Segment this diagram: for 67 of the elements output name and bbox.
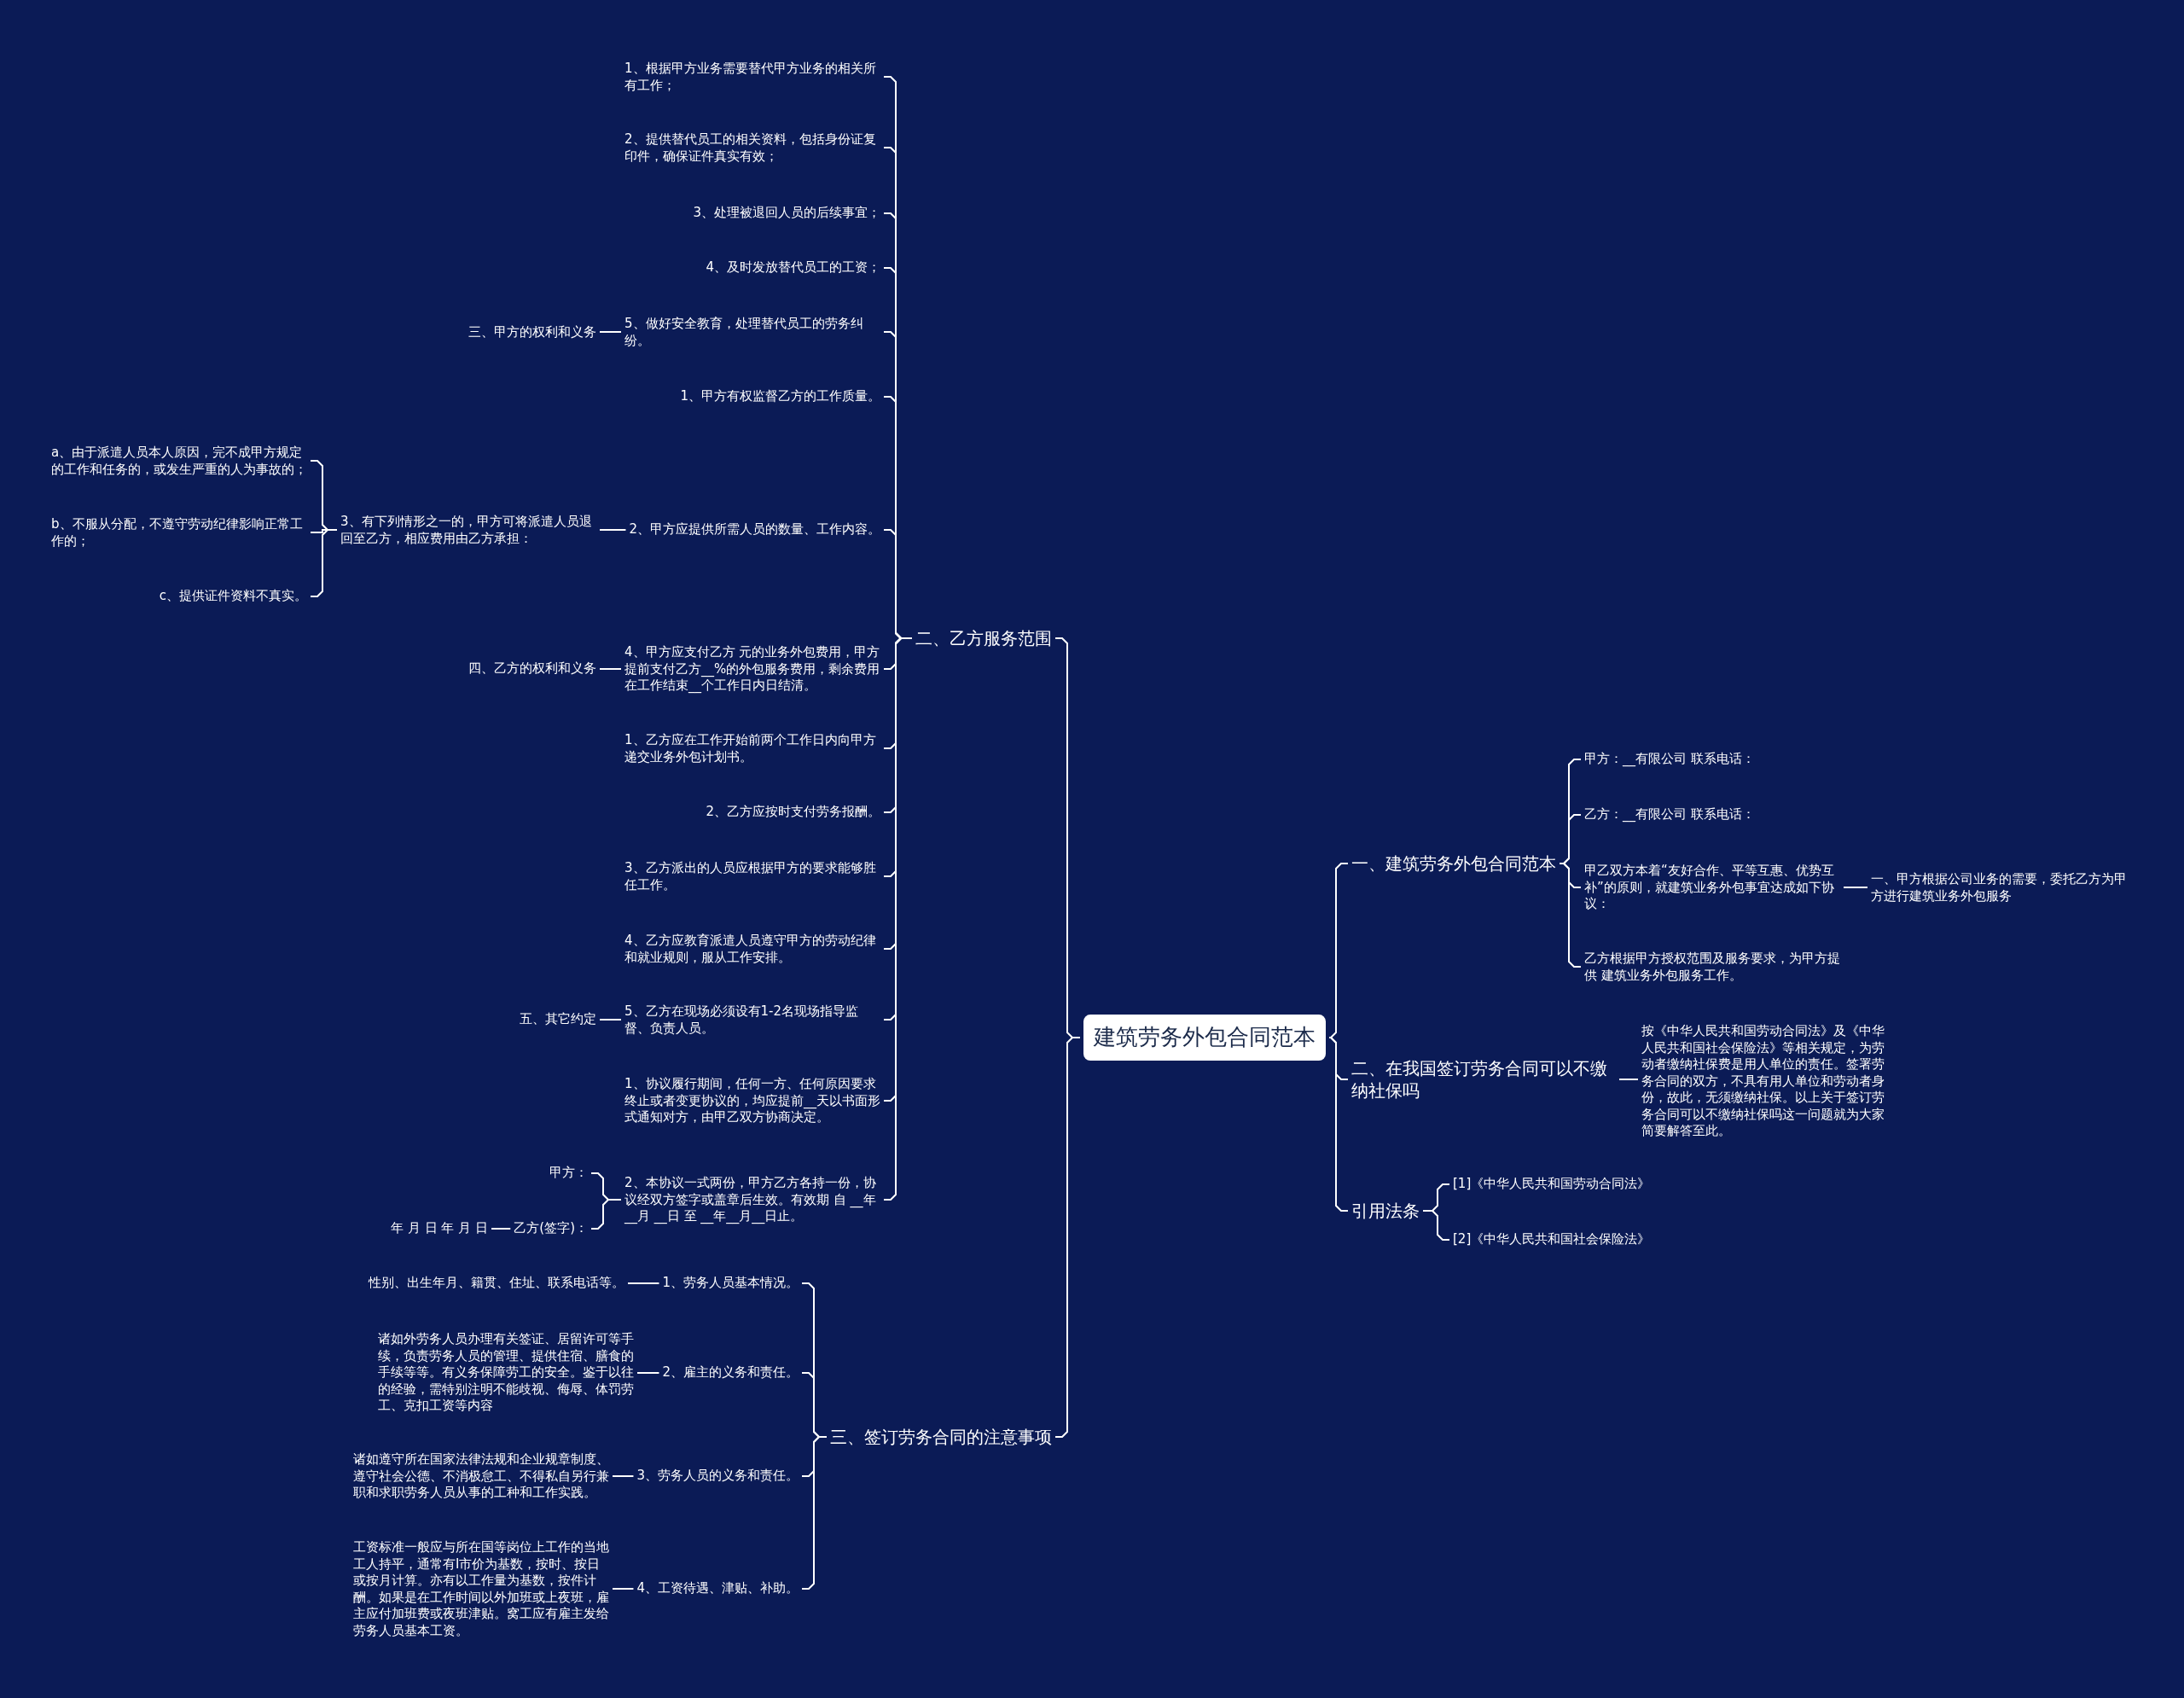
topic-text: 乙方(签字)：	[514, 1220, 588, 1237]
branch-topic: 引用法条	[1351, 1200, 1420, 1222]
topic-text: 诸如外劳务人员办理有关签证、居留许可等手续，负责劳务人员的管理、提供住宿、膳食的手续等等。有义务保障劳工的安全。鉴于以往的经验，需特别注明不能歧视、侮辱、体罚劳工、克扣工资等内容	[378, 1331, 634, 1415]
topic-text: 2、甲方应提供所需人员的数量、工作内容。	[629, 521, 880, 538]
topic-text: 3、有下列情形之一的，甲方可将派遣人员退回至乙方，相应费用由乙方承担：	[340, 513, 596, 547]
topic-text: 甲方：	[549, 1165, 588, 1182]
topic-text: c、提供证件资料不真实。	[159, 588, 307, 605]
topic-text: 5、做好安全教育，处理替代员工的劳务纠纷。	[624, 315, 880, 349]
topic-text: 1、根据甲方业务需要替代甲方业务的相关所有工作；	[624, 60, 880, 94]
topic-text: 年 月 日 年 月 日	[391, 1220, 488, 1237]
connector-line	[1422, 1210, 1450, 1241]
topic-text: 五、其它约定	[520, 1011, 596, 1028]
topic-text: 4、乙方应教育派遣人员遵守甲方的劳动纪律和就业规则，服从工作安排。	[624, 932, 880, 966]
connector-line	[1328, 1037, 1349, 1212]
connector-line	[599, 529, 627, 531]
topic-text: 2、本协议一式两份，甲方乙方各持一份，协议经双方签字或盖章后生效。有效期 自 __年__月 __日 至 __年__月__日止。	[624, 1174, 880, 1225]
topic-text: 工资标准一般应与所在国等岗位上工作的当地工人持平，通常有I市价为基数，按时、按日或按月计算。亦有以工作量为基数，按件计酬。如果是在工作时间以外加班或上夜班，雇主应付加班费或夜班津贴。窝工应有雇主发给劳务人员基本工资。	[353, 1538, 609, 1639]
connector-line	[627, 1282, 660, 1284]
topic-text: 三、甲方的权利和义务	[468, 324, 596, 341]
connector-line	[599, 331, 622, 333]
connector-line	[491, 1228, 512, 1230]
topic-text: 2、乙方应按时支付劳务报酬。	[706, 804, 880, 821]
connector-line	[1328, 863, 1349, 1038]
topic-text: 2、提供替代员工的相关资料，包括身份证复印件，确保证件真实有效；	[624, 131, 880, 165]
connector-line	[801, 1436, 828, 1590]
topic-text: 诸如遵守所在国家法律法规和企业规章制度、遵守社会公德、不消极怠工、不得私自另行兼职和求职劳务人员从事的工种和工作实践。	[353, 1451, 609, 1502]
topic-text: 5、乙方在现场必须设有1-2名现场指导监督、负责人员。	[624, 1003, 880, 1037]
connector-line	[636, 1372, 660, 1374]
connector-line	[1054, 1037, 1081, 1438]
topic-text: 乙方根据甲方授权范围及服务要求，为甲方提供 建筑业务外包服务工作。	[1584, 950, 1840, 984]
topic-text: 性别、出生年月、籍贯、住址、联系电话等。	[369, 1275, 624, 1292]
topic-text: 1、协议履行期间，任何一方、任何原因要求终止或者变更协议的，均应提前__天以书面形式通知对方，由甲乙双方协商决定。	[624, 1075, 880, 1126]
branch-topic: 二、乙方服务范围	[915, 627, 1052, 649]
branch-topic: 三、签订劳务合同的注意事项	[830, 1426, 1052, 1448]
topic-text: 一、甲方根据公司业务的需要，委托乙方为甲方进行建筑业务外包服务	[1871, 870, 2135, 904]
connector-line	[1843, 887, 1868, 888]
topic-text: 2、雇主的义务和责任。	[662, 1364, 799, 1381]
topic-text: 乙方：__有限公司 联系电话：	[1584, 806, 1755, 823]
topic-text: 甲乙双方本着“友好合作、平等互惠、优势互补”的原则，就建筑业务外包事宜达成如下协议：	[1584, 862, 1840, 913]
topic-text: a、由于派遣人员本人原因，完不成甲方规定的工作和任务的，或发生严重的人为事故的；	[51, 444, 307, 478]
connector-line	[1559, 863, 1582, 968]
topic-text: 4、工资待遇、津贴、补助。	[636, 1580, 799, 1597]
topic-text: [1]《中华人民共和国劳动合同法》	[1453, 1176, 1651, 1193]
topic-text: b、不服从分配，不遵守劳动纪律影响正常工作的；	[51, 515, 307, 550]
topic-text: 按《中华人民共和国劳动合同法》及《中华人民共和国社会保险法》等相关规定，为劳动者缴纳社保费是用人单位的责任。签署劳务合同的双方，不具有用人单位和劳动者身份，故此，无须缴纳社保。以上关于签订劳务合同可以不缴纳社保吗这一问题就为大家简要解答至此。	[1641, 1022, 1889, 1140]
topic-text: 四、乙方的权利和义务	[468, 660, 596, 677]
branch-topic: 一、建筑劳务外包合同范本	[1351, 852, 1556, 875]
branch-topic: 二、在我国签订劳务合同可以不缴纳社保吗	[1351, 1057, 1616, 1102]
connector-line	[883, 637, 913, 1201]
connector-line	[1618, 1079, 1639, 1080]
topic-text: 3、乙方派出的人员应根据甲方的要求能够胜任工作。	[624, 859, 880, 893]
topic-text: 3、劳务人员的义务和责任。	[636, 1468, 799, 1485]
connector-line	[612, 1588, 635, 1590]
connector-line	[599, 1019, 622, 1021]
connector-line	[590, 1199, 622, 1230]
central-topic-box: 建筑劳务外包合同范本	[1083, 1015, 1326, 1061]
connector-line	[612, 1475, 635, 1477]
topic-text: 4、及时发放替代员工的工资；	[706, 259, 880, 276]
topic-text: 1、乙方应在工作开始前两个工作日内向甲方递交业务外包计划书。	[624, 731, 880, 765]
topic-text: 1、劳务人员基本情况。	[662, 1275, 799, 1292]
topic-text: 3、处理被退回人员的后续事宜；	[693, 205, 880, 222]
connector-line	[310, 529, 338, 597]
connector-line	[599, 668, 622, 670]
topic-text: 1、甲方有权监督乙方的工作质量。	[680, 388, 880, 405]
topic-text: [2]《中华人民共和国社会保险法》	[1453, 1231, 1651, 1248]
topic-text: 甲方：__有限公司 联系电话：	[1584, 751, 1755, 768]
topic-text: 4、甲方应支付乙方 元的业务外包费用，甲方提前支付乙方__%的外包服务费用，剩余费用在工作结束__个工作日内日结清。	[624, 643, 880, 695]
